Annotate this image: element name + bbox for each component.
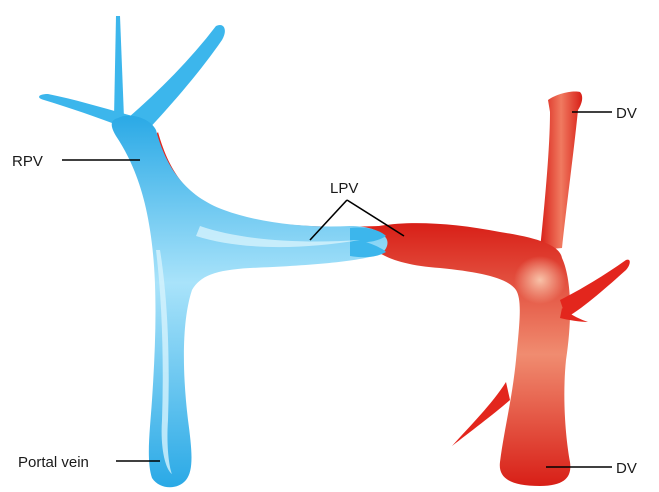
label-dv-top-group: DV: [572, 105, 637, 122]
ductus-venosus-shape: [368, 91, 630, 486]
dv-right-branch: [560, 260, 630, 318]
label-dv-bottom: DV: [616, 460, 637, 477]
dv-lower-left-spur: [452, 382, 510, 446]
label-portal-vein-group: Portal vein: [18, 454, 160, 471]
label-dv-top: DV: [616, 105, 637, 122]
rpv-thin-spike: [114, 16, 124, 118]
dv-elbow-highlight: [514, 256, 566, 304]
portal-vein-shape: [39, 16, 387, 487]
label-rpv-group: RPV: [12, 153, 140, 170]
label-portal-vein: Portal vein: [18, 454, 89, 471]
label-lpv: LPV: [330, 180, 358, 197]
portal-main-body: [112, 116, 388, 488]
label-rpv: RPV: [12, 153, 43, 170]
rpv-upper-right-branch: [128, 25, 225, 132]
dv-upper-vessel: [540, 91, 582, 250]
